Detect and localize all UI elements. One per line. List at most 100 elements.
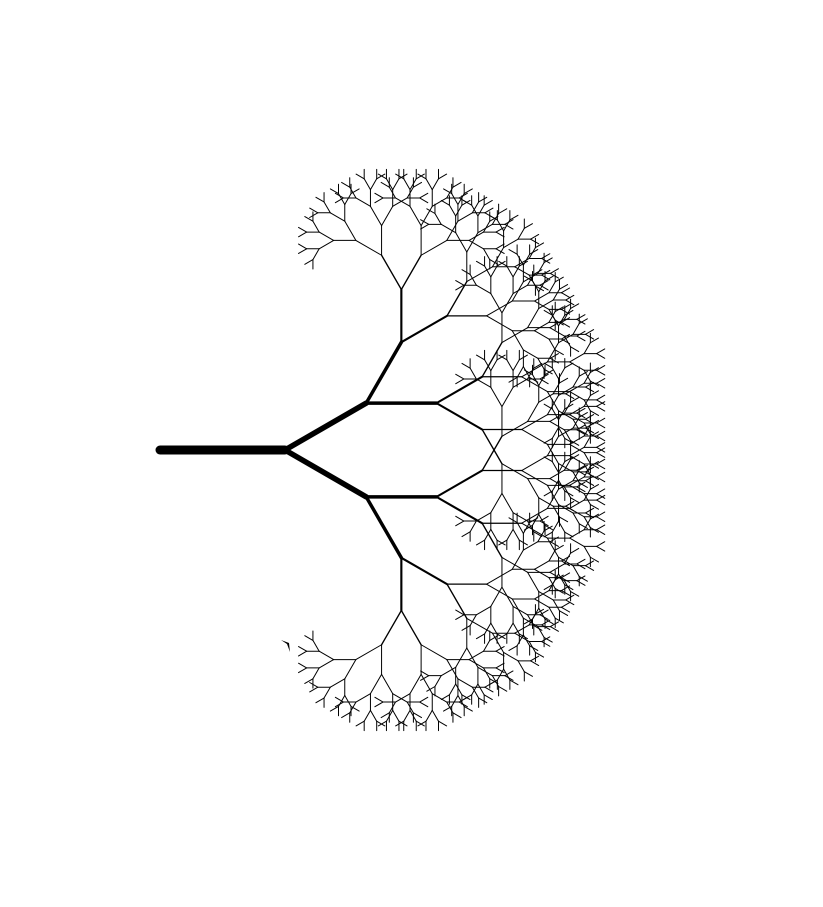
tree-branch (498, 354, 508, 361)
tree-branch (570, 397, 580, 403)
tree-branch (341, 712, 351, 719)
tree-branch (565, 294, 575, 301)
tree-branch (516, 522, 524, 534)
tree-branch (490, 586, 503, 607)
tree-branch (369, 178, 378, 191)
tree-branch (596, 365, 606, 371)
tree-branch (481, 341, 503, 378)
tree-branch (496, 219, 505, 232)
tree-branch (504, 670, 514, 677)
tree-branch (583, 488, 591, 501)
tree-branch (458, 696, 468, 703)
tree-branch (420, 223, 430, 230)
tree-branch (564, 309, 574, 316)
tree-branch (501, 386, 514, 408)
tree-branch (455, 647, 468, 668)
tree-branch (496, 260, 506, 267)
tree-branch (466, 232, 479, 253)
tree-branch (558, 314, 566, 327)
tree-branch (508, 249, 518, 255)
tree-branch (564, 531, 574, 538)
tree-branch (596, 476, 606, 483)
tree-branch (569, 455, 585, 465)
tree-branch (576, 465, 586, 471)
tree-branch (539, 284, 549, 291)
tree-branch (596, 452, 606, 458)
tree-branch (451, 695, 459, 707)
tree-branch (518, 633, 528, 640)
tree-branch (583, 436, 591, 448)
tree-branch (585, 329, 595, 335)
tree-branch (355, 693, 371, 703)
tree-branch (534, 292, 550, 302)
tree-branch (538, 591, 554, 601)
tree-branch (558, 427, 574, 437)
tree-branch (455, 609, 465, 616)
tree-branch (583, 463, 591, 476)
tree-branch (364, 340, 404, 405)
tree-branch (318, 239, 335, 250)
tree-branch (552, 288, 560, 301)
tree-branch (469, 273, 477, 286)
tree-branch (498, 539, 508, 546)
tree-branch (350, 705, 360, 712)
tree-branch (534, 590, 550, 600)
tree-branch (563, 552, 572, 565)
tree-branch (589, 513, 599, 520)
tree-branch (576, 330, 586, 337)
turtle-arrow-icon (281, 640, 290, 652)
tree-branch (518, 354, 528, 361)
tree-branch (471, 686, 480, 699)
tree-branch (548, 338, 556, 351)
tree-branch (304, 635, 314, 641)
tree-branch (344, 659, 357, 680)
tree-branch (504, 675, 514, 681)
tree-branch (583, 493, 591, 506)
tree-branch (475, 512, 492, 522)
tree-branch (457, 678, 473, 688)
tree-branch (377, 173, 387, 180)
tree-branch (552, 382, 560, 395)
tree-branch (431, 178, 439, 191)
tree-branch (576, 412, 586, 419)
tree-branch (560, 317, 571, 323)
tree-branch (490, 528, 498, 541)
tree-branch (318, 231, 335, 241)
tree-branch (589, 390, 599, 396)
tree-branch (534, 651, 545, 658)
tree-branches (155, 168, 606, 732)
tree-branch (548, 281, 556, 294)
tree-branch (380, 609, 403, 646)
tree-branch (523, 369, 533, 376)
tree-branch (564, 437, 574, 444)
tree-branch (298, 248, 308, 254)
tree-branch (585, 422, 595, 429)
tree-branch (381, 673, 394, 695)
tree-branch (304, 678, 314, 684)
tree-branch (369, 709, 378, 722)
tree-branch (596, 494, 606, 501)
tree-branch (498, 208, 508, 214)
tree-branch (589, 367, 599, 373)
tree-branch (534, 608, 545, 615)
tree-branch (438, 173, 448, 180)
tree-branch (583, 394, 591, 407)
tree-branch (344, 695, 352, 707)
tree-branch (563, 458, 572, 471)
tree-branch (298, 226, 308, 233)
tree-branch (569, 537, 585, 547)
tree-branch (572, 565, 580, 578)
tree-branch (392, 693, 408, 703)
tree-branch (596, 348, 606, 355)
tree-branch (543, 531, 553, 538)
tree-branch (537, 626, 545, 638)
tree-branch (517, 660, 525, 673)
tree-branch (512, 512, 529, 522)
tree-branch (403, 709, 411, 722)
tree-branch (478, 697, 488, 704)
tree-branch (495, 650, 505, 657)
tree-branch (596, 394, 606, 401)
tree-branch (395, 173, 405, 180)
tree-branch (412, 712, 423, 719)
tree-branch (522, 366, 531, 378)
